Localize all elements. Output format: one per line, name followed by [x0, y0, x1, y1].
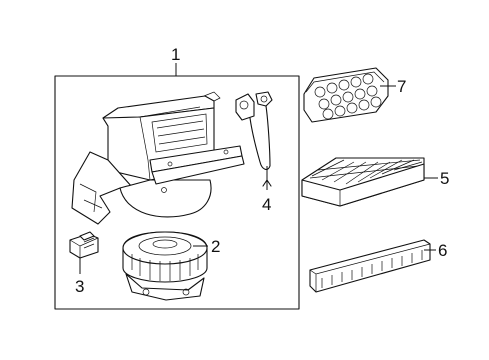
assembly-frame	[54, 75, 300, 310]
callout-4[interactable]: 4	[262, 195, 271, 214]
callout-6[interactable]: 6	[438, 241, 447, 260]
callout-2[interactable]: 2	[211, 237, 220, 256]
resistor[interactable]	[69, 231, 99, 259]
cabin-air-filter[interactable]	[301, 157, 425, 207]
servo-with-wire[interactable]	[235, 91, 273, 190]
blower-motor[interactable]	[122, 231, 208, 301]
honeycomb-grille[interactable]	[303, 67, 389, 123]
blower-housing[interactable]	[71, 91, 245, 225]
callout-1[interactable]: 1	[171, 45, 180, 64]
callout-5[interactable]: 5	[440, 169, 449, 188]
callout-7[interactable]: 7	[397, 77, 406, 96]
callout-3[interactable]: 3	[75, 277, 84, 296]
filter-cover[interactable]	[309, 239, 431, 293]
